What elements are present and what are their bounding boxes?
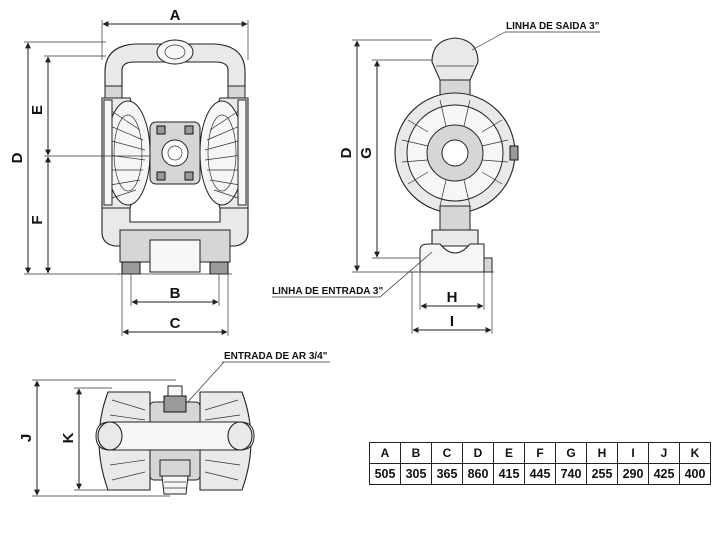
table-header-cell: C	[431, 442, 463, 464]
table-header-cell: B	[400, 442, 432, 464]
callout-outlet: LINHA DE SAIDA 3"	[471, 21, 600, 51]
inlet-label: LINHA DE ENTRADA 3"	[272, 286, 383, 297]
air-valve-port	[161, 139, 189, 167]
table-header-cell: K	[679, 442, 711, 464]
table-value-cell: 505	[369, 463, 401, 485]
dim-label-e: E	[29, 105, 46, 115]
front-view	[101, 39, 249, 275]
table-value-cell: 860	[462, 463, 494, 485]
table-value-cell: 365	[431, 463, 463, 485]
dimension-table-value-row: 505 305 365 860 415 445 740 255 290 425 …	[369, 463, 711, 485]
outlet-flange	[156, 39, 194, 65]
table-header-cell: H	[586, 442, 618, 464]
table-header-cell: A	[369, 442, 401, 464]
table-value-cell: 740	[555, 463, 587, 485]
table-header-cell: G	[555, 442, 587, 464]
air-inlet-label: ENTRADA DE AR 3/4"	[224, 351, 328, 362]
table-value-cell: 415	[493, 463, 525, 485]
side-dim-label-d: D	[338, 147, 355, 158]
table-header-cell: I	[617, 442, 649, 464]
dim-label-b: B	[170, 285, 181, 302]
table-value-cell: 290	[617, 463, 649, 485]
table-header-cell: D	[462, 442, 494, 464]
dim-label-a: A	[170, 7, 181, 24]
air-valve	[163, 395, 187, 413]
dim-label-k: K	[60, 432, 77, 443]
dim-label-f: F	[29, 215, 46, 224]
top-view-dimensions: J K	[18, 379, 176, 497]
table-value-cell: 425	[648, 463, 680, 485]
table-value-cell: 255	[586, 463, 618, 485]
top-view	[95, 385, 255, 495]
dim-label-i: I	[450, 313, 454, 330]
dimension-table-header-row: A B C D E F G H I J K	[369, 442, 711, 464]
table-value-cell: 445	[524, 463, 556, 485]
dim-label-g: G	[358, 147, 375, 159]
table-header-cell: J	[648, 442, 680, 464]
callout-air-inlet: ENTRADA DE AR 3/4"	[185, 351, 330, 405]
side-view-dimensions: D G H I	[338, 39, 493, 334]
table-value-cell: 305	[400, 463, 432, 485]
side-view	[394, 37, 519, 273]
outlet-label: LINHA DE SAIDA 3"	[506, 21, 600, 32]
table-header-cell: E	[493, 442, 525, 464]
front-view-dimensions: A D E F B C	[9, 7, 249, 336]
callout-inlet: LINHA DE ENTRADA 3"	[272, 251, 433, 298]
dim-label-d: D	[9, 152, 26, 163]
dim-label-j: J	[18, 434, 35, 442]
table-value-cell: 400	[679, 463, 711, 485]
dim-label-h: H	[447, 289, 458, 306]
dimension-table: A B C D E F G H I J K 505 305 365 860 41…	[369, 442, 711, 485]
table-header-cell: F	[524, 442, 556, 464]
dim-label-c: C	[170, 315, 181, 332]
